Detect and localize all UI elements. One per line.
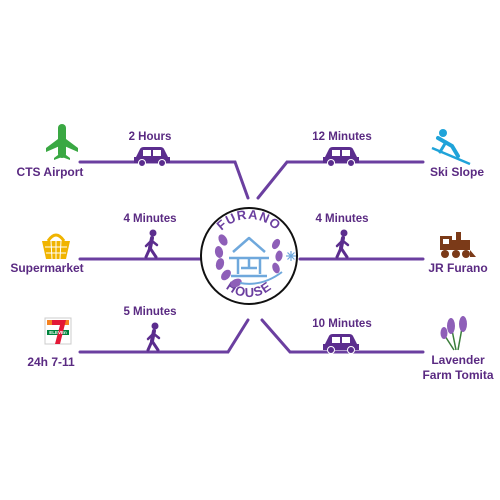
jr-label: JR Furano <box>428 261 487 275</box>
connector-lavender <box>260 318 425 354</box>
train-icon <box>440 232 476 258</box>
airplane-icon <box>46 124 78 160</box>
destination-ski: Ski Slope 12 Minutes <box>312 129 484 179</box>
seven-logo-text: ELEVEn <box>49 330 67 335</box>
lavender-label-line1: Lavender <box>431 353 485 367</box>
house-icon <box>229 236 269 278</box>
car-icon <box>323 334 359 354</box>
destination-airport: CTS Airport 2 Hours <box>17 124 172 179</box>
destination-jr: JR Furano 4 Minutes <box>315 213 487 275</box>
supermarket-label: Supermarket <box>10 261 83 275</box>
airport-time: 2 Hours <box>129 131 172 143</box>
connector-airport <box>78 160 250 200</box>
lavender-wreath-icon <box>214 234 283 288</box>
seven-eleven-logo: ELEVEn <box>44 317 72 345</box>
jr-time: 4 Minutes <box>315 213 368 225</box>
car-icon <box>134 147 170 167</box>
destination-seven: ELEVEn 24h 7-11 5 Minutes <box>27 306 176 369</box>
destination-supermarket: Supermarket 4 Minutes <box>10 213 176 275</box>
ski-label: Ski Slope <box>430 165 484 179</box>
car-icon <box>323 147 359 167</box>
connector-lines <box>78 160 425 354</box>
lavender-time: 10 Minutes <box>312 318 371 330</box>
seven-time: 5 Minutes <box>123 306 176 318</box>
snowflake-icon <box>286 251 296 261</box>
furano-house-logo: FURANO HOUSE <box>200 207 298 305</box>
shopping-basket-icon <box>42 233 70 260</box>
lavender-label-line2: Farm Tomita <box>422 368 493 382</box>
ski-time: 12 Minutes <box>312 131 371 143</box>
lavender-icon <box>440 316 467 351</box>
walking-person-icon <box>144 229 159 259</box>
connector-seven <box>78 318 250 354</box>
walking-person-icon <box>146 322 161 352</box>
supermarket-time: 4 Minutes <box>123 213 176 225</box>
skier-icon <box>431 129 471 166</box>
walking-person-icon <box>335 229 350 259</box>
airport-label: CTS Airport <box>17 165 84 179</box>
destination-lavender: Lavender Farm Tomita 10 Minutes <box>312 316 494 382</box>
logo-swoosh <box>239 271 283 285</box>
connector-ski <box>256 160 425 200</box>
seven-label: 24h 7-11 <box>27 355 75 369</box>
